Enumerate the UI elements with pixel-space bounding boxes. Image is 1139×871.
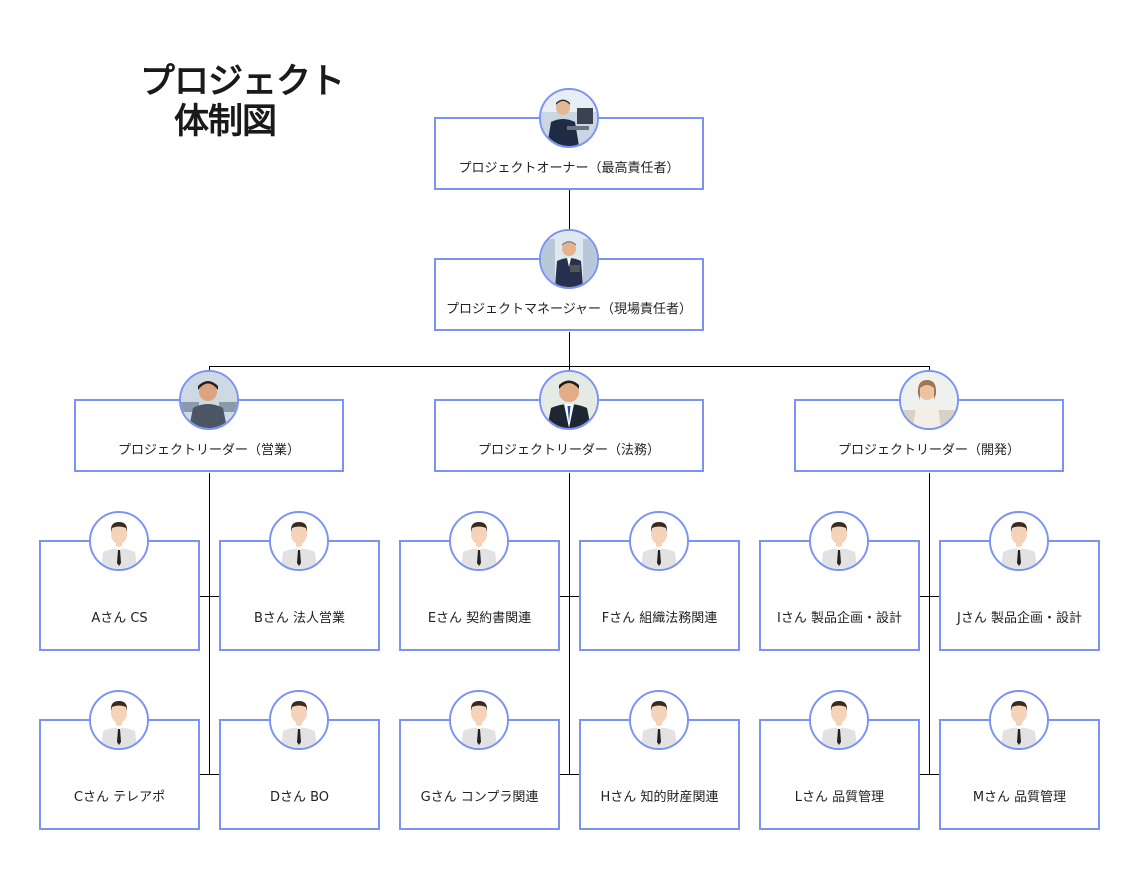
person-icon bbox=[809, 511, 869, 571]
member-label-e: Eさん 契約書関連 bbox=[427, 611, 532, 626]
member-label-i: Iさん 製品企画・設計 bbox=[777, 611, 902, 626]
person-icon bbox=[269, 511, 329, 571]
person-icon bbox=[449, 511, 509, 571]
member-label-b: Bさん 法人営業 bbox=[253, 611, 346, 626]
person-icon bbox=[449, 690, 509, 750]
leader-label-dev: プロジェクトリーダー（開発） bbox=[837, 443, 1020, 458]
smiling-man-suit-photo-icon bbox=[539, 370, 599, 430]
person-icon bbox=[809, 690, 869, 750]
member-label-c: Cさん テレアポ bbox=[73, 790, 166, 805]
leader-label-sales: プロジェクトリーダー（営業） bbox=[117, 443, 300, 458]
person-icon bbox=[269, 690, 329, 750]
woman-desk-photo-icon bbox=[899, 370, 959, 430]
businessman-tablet-photo-icon bbox=[539, 229, 599, 289]
member-label-d: Dさん BO bbox=[269, 790, 330, 805]
member-label-f: Fさん 組織法務関連 bbox=[601, 611, 718, 626]
title-line-2: 体制図 bbox=[173, 102, 277, 142]
leader-label-legal: プロジェクトリーダー（法務） bbox=[477, 443, 660, 458]
owner-box: プロジェクトオーナー（最高責任者） bbox=[434, 117, 704, 190]
member-label-l: Lさん 品質管理 bbox=[794, 790, 885, 805]
manager-label: プロジェクトマネージャー（現場責任者） bbox=[445, 302, 693, 317]
member-label-g: Gさん コンプラ関連 bbox=[420, 790, 539, 805]
person-icon bbox=[89, 690, 149, 750]
person-icon bbox=[989, 511, 1049, 571]
member-label-h: Hさん 知的財産関連 bbox=[600, 790, 719, 805]
owner-label: プロジェクトオーナー（最高責任者） bbox=[458, 161, 680, 176]
person-icon bbox=[629, 511, 689, 571]
person-icon bbox=[989, 690, 1049, 750]
member-label-j: Jさん 製品企画・設計 bbox=[957, 611, 1082, 626]
person-icon bbox=[89, 511, 149, 571]
member-label-m: Mさん 品質管理 bbox=[972, 790, 1067, 805]
businessman-laptop-photo-icon bbox=[539, 88, 599, 148]
woman-office-photo-icon bbox=[179, 370, 239, 430]
member-label-a: Aさん CS bbox=[91, 611, 148, 626]
person-icon bbox=[629, 690, 689, 750]
